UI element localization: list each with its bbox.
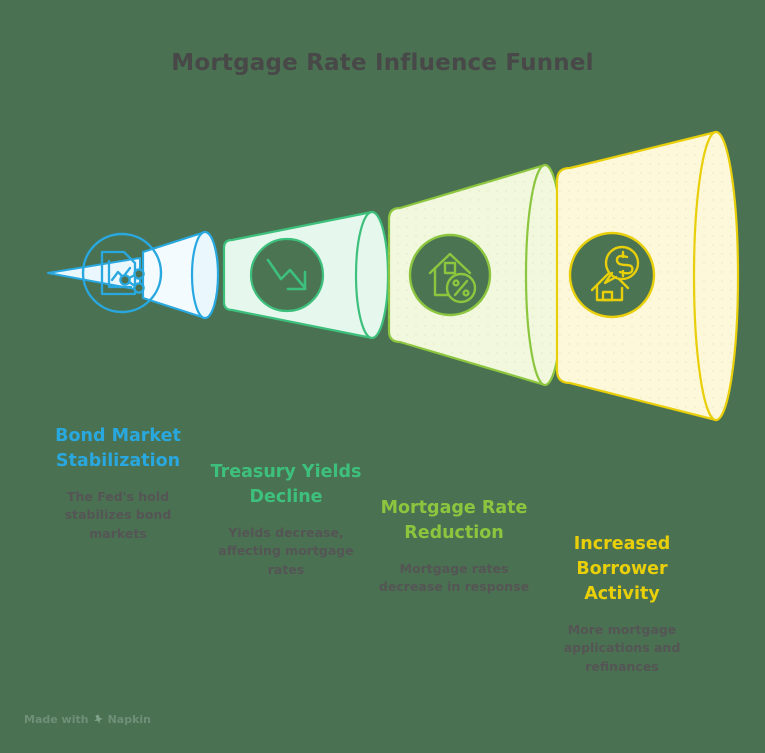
funnel-stage-3-text: Mortgage Rate Reduction Mortgage rates d… <box>373 496 535 597</box>
made-with-label: Made with <box>24 713 89 726</box>
funnel-stage-2[interactable] <box>222 210 390 340</box>
trend-down-arrow-icon <box>266 258 307 291</box>
napkin-logo-icon <box>93 714 104 725</box>
stage-description: The Fed's hold stabilizes bond markets <box>64 488 172 542</box>
napkin-brand-label: Napkin <box>107 713 151 726</box>
house-dollar-icon <box>590 245 640 302</box>
stage-description: More mortgage applications and refinance… <box>563 621 681 675</box>
page-title: Mortgage Rate Influence Funnel <box>171 50 594 76</box>
stage-label: Bond Market Stabilization <box>55 426 181 471</box>
funnel-stage-3[interactable] <box>387 163 566 387</box>
stage-label: Mortgage Rate Reduction <box>380 498 528 543</box>
stage-label: Increased Borrower Activity <box>573 534 671 604</box>
funnel-stage-4-text: Increased Borrower Activity More mortgag… <box>541 532 703 677</box>
funnel-stage-4[interactable] <box>555 130 740 422</box>
funnel-stage-1-text: Bond Market Stabilization The Fed's hold… <box>37 424 199 544</box>
funnel-stage-1[interactable] <box>47 230 220 320</box>
document-chart-share-icon <box>100 250 145 296</box>
made-with-napkin-watermark[interactable]: Made with Napkin <box>24 713 151 726</box>
stage-description: Yields decrease, affecting mortgage rate… <box>218 524 354 578</box>
funnel-stage-2-text: Treasury Yields Decline Yields decrease,… <box>205 460 367 580</box>
stage-description: Mortgage rates decrease in response <box>378 560 530 595</box>
house-percent-icon <box>428 252 477 304</box>
stage-label: Treasury Yields Decline <box>210 462 362 507</box>
